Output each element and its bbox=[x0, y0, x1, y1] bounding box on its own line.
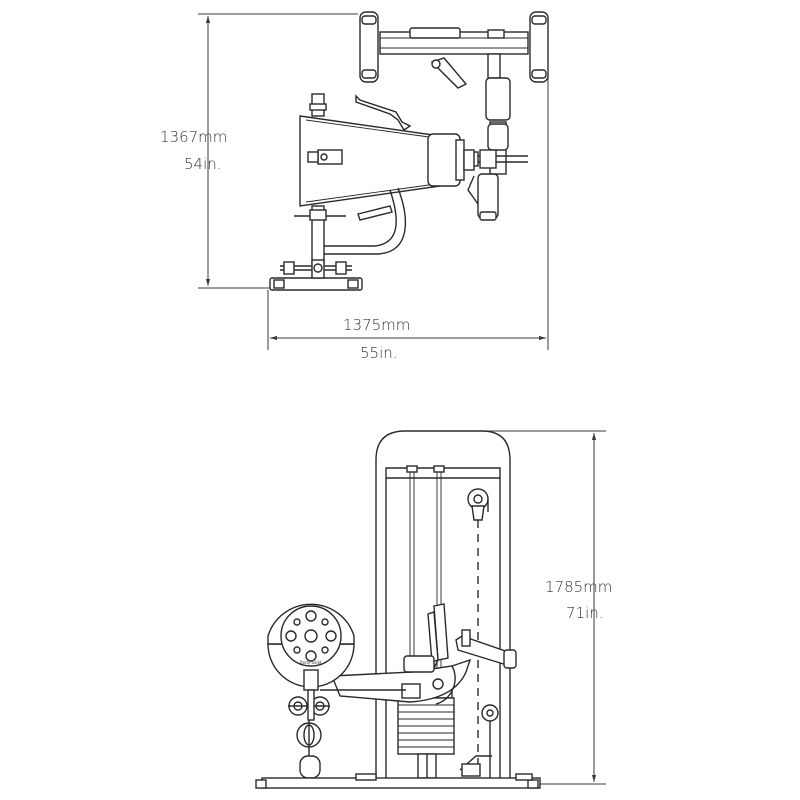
back-pad bbox=[427, 603, 449, 677]
rear-pulley bbox=[459, 704, 499, 778]
side-view: 1785mm 71in. bbox=[255, 430, 612, 789]
top-view-base bbox=[269, 259, 363, 291]
seat-lever bbox=[320, 655, 472, 705]
top-crossbar bbox=[359, 11, 549, 89]
range-dial: Body-Solid bbox=[267, 603, 355, 691]
seat-support bbox=[294, 187, 407, 265]
seat-assembly bbox=[299, 93, 475, 207]
height-mm-label: 1785mm bbox=[545, 578, 612, 596]
depth-in-label: 54in. bbox=[184, 155, 222, 173]
leg-pad-column bbox=[467, 53, 528, 221]
height-in-label: 71in. bbox=[566, 604, 604, 622]
leg-arm bbox=[455, 629, 517, 669]
lower-roller bbox=[296, 720, 322, 779]
depth-dimension bbox=[198, 13, 358, 289]
width-in-label: 55in. bbox=[360, 344, 398, 362]
brand-mark: Body-Solid bbox=[300, 660, 322, 665]
side-view-base bbox=[255, 773, 541, 789]
weight-stack bbox=[397, 689, 455, 779]
depth-mm-label: 1367mm bbox=[160, 128, 227, 146]
foot-rollers bbox=[288, 689, 330, 721]
top-view: 1367mm 54in. 1375mm 55in. bbox=[160, 11, 549, 362]
cable-pulley bbox=[467, 488, 489, 770]
width-mm-label: 1375mm bbox=[343, 316, 410, 334]
